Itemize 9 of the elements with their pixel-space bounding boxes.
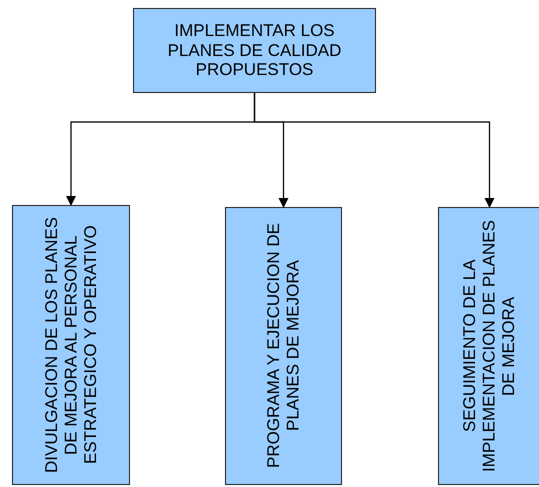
box-label: DIVULGACION DE LOS PLANES DE MEJORA AL PERSONAL ESTRATEGICO Y OPERATIVO	[42, 216, 100, 476]
box-label: IMPLEMENTAR LOS PLANES DE CALIDAD PROPUESTOS	[166, 21, 342, 80]
process-box	[12, 205, 130, 485]
process-box	[438, 207, 539, 485]
connector-arrow	[254, 93, 494, 208]
box-label: SEGUIMIENTO DE LA IMPLEMENTACION DE PLANES DE MEJORA	[460, 219, 519, 474]
box-label: PROGRAMA Y EJECUCION DE PLANES DE MEJORA	[264, 222, 304, 470]
process-box	[225, 207, 342, 485]
process-box	[133, 8, 376, 93]
